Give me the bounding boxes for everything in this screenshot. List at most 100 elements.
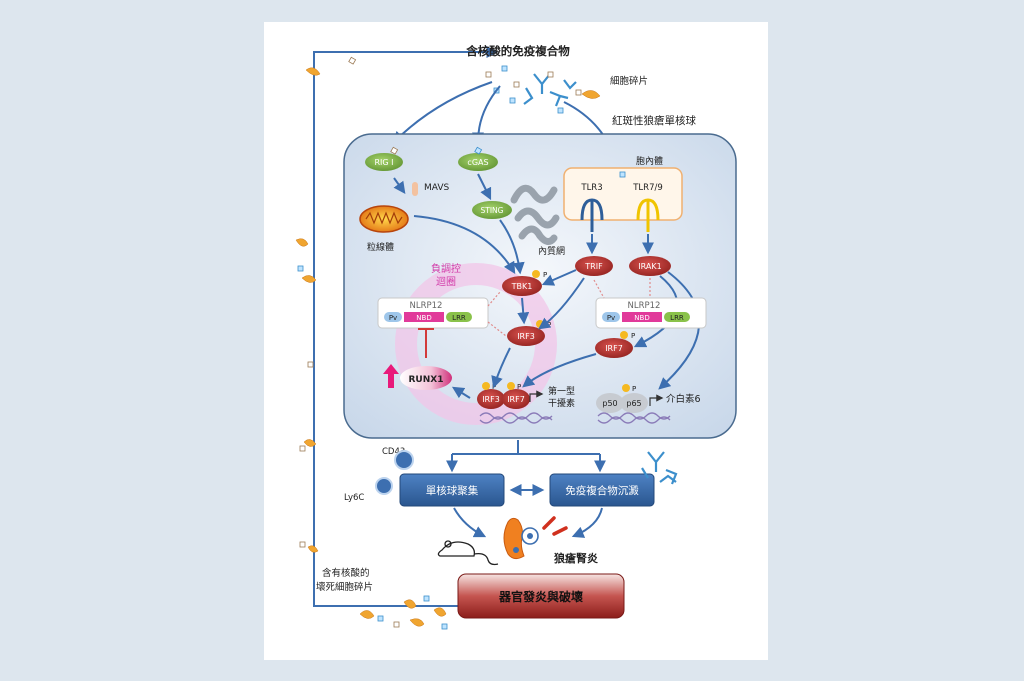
label-negative-loop-2: 迴圈 [436,275,456,288]
node-tlr79-label: TLR7/9 [632,183,663,193]
phospho-dot [620,331,628,339]
nlrp12-nbd-label: NBD [634,314,649,322]
label-necrotic-debris-2: 壞死細胞碎片 [316,581,373,593]
immune-complex-icon [641,451,678,485]
node-p50 [596,393,624,413]
nlrp12-pyd-domain [384,312,402,322]
dna-strand [597,416,671,424]
phospho-dot [482,382,490,390]
arrow-sting-tbk1 [499,219,525,275]
label-ly6c: Ly6C [344,493,364,503]
node-trif-label: TRIF [584,262,603,271]
label-monocyte: 紅斑性狼瘡單核球 [612,114,696,127]
arrow-trif-irf3 [538,277,585,330]
box-immune-complex-deposition-label: 免疫複合物沉澱 [565,484,639,497]
arrow-cgas-sting [477,173,492,201]
immune-complex-icon [523,73,577,107]
cell-debris-icon [581,90,601,99]
node-tlr3-label: TLR3 [580,183,602,193]
label-mavs: MAVS [424,183,450,193]
phospho-label: P [632,385,636,393]
node-sting [472,201,512,219]
nlrp12-lrr-label: LRR [452,314,466,322]
node-irf3-dna [477,389,505,409]
node-trif [575,256,613,276]
node-irf3-label: IRF3 [517,332,535,341]
phospho-dot [507,382,515,390]
node-irf3-dna-label: IRF3 [482,395,500,404]
node-irf7 [595,338,633,358]
label-il6: 介白素6 [666,393,701,405]
node-p50-label: p50 [602,399,617,408]
nucleic-acid-fragment-icon [619,171,626,178]
node-cgas-label: cGAS [467,158,488,167]
dna-strand [597,412,671,420]
nucleic-acid-fragment-icon [485,65,582,114]
arrow-trif-tbk1 [541,269,577,286]
dna-strand [479,416,553,424]
nlrp12-nbd-domain [404,312,444,322]
arrow-irf3-nucleus [491,347,511,389]
phospho-dot [532,270,540,278]
mitochondria-cristae [365,211,403,225]
phospho-label: P [631,332,635,340]
arrow-rig1-mavs [393,177,406,194]
nucleic-acid-fragment-icon [377,595,448,630]
node-irak1-label: IRAK1 [638,262,661,271]
upregulation-arrow-icon [383,364,399,388]
node-irf7-dna [502,389,530,409]
node-tbk1-label: TBK1 [511,282,533,291]
phospho-dot [622,384,630,392]
nlrp12-nbd-domain [622,312,662,322]
node-irf7-label: IRF7 [605,344,623,353]
nlrp12-lrr-label: LRR [670,314,684,322]
box-organ-damage-label: 器官發炎與破壞 [498,589,583,604]
label-type1-ifn-1: 第一型 [548,385,575,397]
mouse-icon [437,540,499,566]
box-monocyte-aggregation-label: 單核球聚集 [426,484,479,497]
nlrp12-lrr-domain [446,312,472,322]
negative-regulatory-loop [395,263,557,425]
label-er: 內質網 [538,245,565,257]
phospho-label: P [543,271,547,279]
endoplasmic-reticulum-icon [510,184,560,245]
nlrp12-inhibition-lines [487,278,651,337]
monocyte-ly6c-icon [375,477,393,495]
node-tbk1 [502,276,542,296]
node-sting-label: STING [481,206,504,215]
label-lupus-nephritis: 狼瘡腎炎 [554,551,598,565]
label-mitochondria: 粒線體 [367,241,394,253]
node-irf3 [507,326,545,346]
title-immune-complex: 含核酸的免疫複合物 [465,44,570,58]
arrow-tbk1-irf3 [517,297,530,325]
nlrp12-pyd-domain [602,312,620,322]
nlrp12-lrr-domain [664,312,690,322]
runx1-inhibition-bar [418,328,434,358]
node-rig1 [365,153,403,171]
nlrp12-pyd-label: Pv [607,314,615,322]
node-runx1 [400,366,452,390]
label-cell-debris: 細胞碎片 [610,75,648,87]
label-type1-ifn-2: 干擾素 [548,397,575,409]
phospho-label: P [517,383,521,391]
label-necrotic-debris-1: 含有核酸的 [322,567,370,579]
nucleic-acid-fragment-icon [297,56,357,548]
dna-strand [479,412,553,420]
box-organ-damage [457,573,625,619]
monocyte-cd43-icon [394,450,414,470]
label-cd43: CD43 [382,447,405,457]
transcription-arrow [529,390,544,402]
cell-debris-icon [359,599,447,627]
box-monocyte-aggregation [399,473,505,507]
node-p65 [620,393,648,413]
arrow-to-rig1 [392,81,493,144]
nlrp12-nbd-label: NBD [416,314,431,322]
figure-card: 含核酸的免疫複合物 細胞碎片 紅斑性狼瘡單核球 負調控 迴圈 RIG I MAV… [264,22,768,660]
nlrp12-pyd-label: Pv [389,314,397,322]
recycling-loop-line [313,51,494,607]
box-immune-complex-deposition [549,473,655,507]
branch-line [452,440,600,455]
nlrp12-title: NLRP12 [628,301,661,311]
node-cgas [458,153,498,171]
arrow-irf-runx1 [451,386,471,399]
